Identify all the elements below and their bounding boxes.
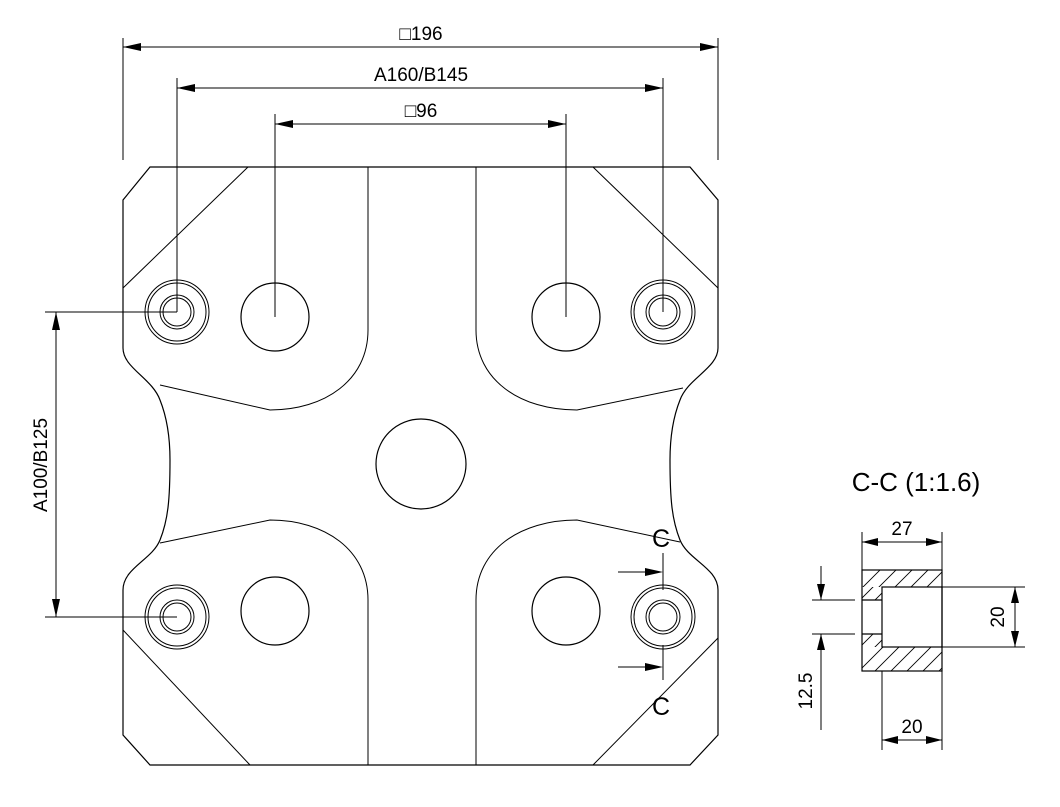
dimension-overall-width-label: □196 xyxy=(399,24,442,45)
dimension-inner-holes: □96 xyxy=(274,101,567,317)
section-cut-marks: C C xyxy=(618,525,670,721)
dimension-outer-holes-label: A160/B145 xyxy=(374,65,468,86)
section-hatch xyxy=(862,570,942,671)
section-view-title: C-C (1:1.6) xyxy=(852,467,981,497)
section-width-top: 27 xyxy=(891,519,912,540)
section-step-height: 12.5 xyxy=(796,673,817,710)
counterbore-hole-bottom-right xyxy=(630,584,696,650)
center-hole xyxy=(375,418,467,510)
dimension-inner-holes-label: □96 xyxy=(405,101,438,122)
pocket-outlines xyxy=(159,167,684,765)
section-width-bottom: 20 xyxy=(901,717,922,738)
holes xyxy=(144,279,696,650)
dimension-overall-width: □196 xyxy=(122,24,719,160)
dimension-vertical-holes-label: A100/B125 xyxy=(31,418,52,512)
section-view: C-C (1:1.6) xyxy=(796,467,1025,750)
section-mark-lower: C xyxy=(652,693,670,721)
plate-outline xyxy=(122,166,719,766)
section-mark-upper: C xyxy=(652,525,670,553)
hole-inner-bottom-left xyxy=(240,576,310,646)
section-bore-height: 20 xyxy=(988,606,1009,627)
dimension-outer-holes: A160/B145 xyxy=(176,65,664,312)
hole-inner-bottom-right xyxy=(531,576,601,646)
dimension-vertical-holes: A100/B125 xyxy=(31,311,177,618)
